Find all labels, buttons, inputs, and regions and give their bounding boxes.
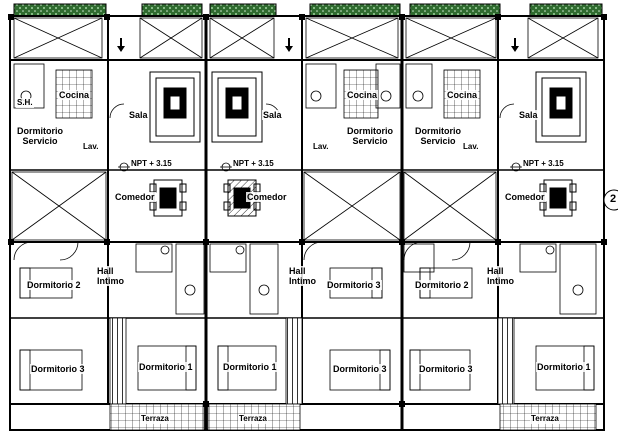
shafts [11,17,599,241]
room-label-dormitorio-servicio: Dormitorio Servicio [16,126,64,146]
level-label-npt: NPT + 3.15 [130,159,173,169]
room-label-dormitorio-servicio: Dormitorio Servicio [414,126,462,146]
room-label-dormitorio-1: Dormitorio 1 [536,362,592,372]
walls [9,15,605,431]
room-label-terraza: Terraza [238,414,268,424]
axis-marker-label: 2 [610,193,617,205]
room-label-dormitorio-3: Dormitorio 3 [418,364,474,374]
terraces [109,403,597,431]
room-label-comedor: Comedor [246,192,288,202]
columns [8,14,607,407]
room-label-sala: Sala [128,110,149,120]
room-label-lav: Lav. [462,142,480,152]
sofas [149,71,587,143]
room-label-cocina: Cocina [346,90,379,100]
room-label-dormitorio-1: Dormitorio 1 [222,362,278,372]
room-label-dormitorio-3: Dormitorio 3 [30,364,86,374]
room-label-comedor: Comedor [504,192,546,202]
level-markers [118,162,522,172]
room-label-dormitorio-servicio: Dormitorio Servicio [346,126,394,146]
room-label-dormitorio-3b: Dormitorio 3 [332,364,388,374]
planters-top [13,3,603,17]
room-label-cocina: Cocina [58,90,91,100]
balconies [109,317,515,405]
room-label-sh: S.H. [16,98,34,108]
room-label-terraza: Terraza [530,414,560,424]
room-label-sala: Sala [518,110,539,120]
room-label-hall-intimo: Hall Intimo [288,266,317,286]
level-label-npt: NPT + 3.15 [232,159,275,169]
room-label-dormitorio-1: Dormitorio 1 [138,362,194,372]
axis-bubble [603,189,618,211]
room-label-lav: Lav. [312,142,330,152]
room-label-dormitorio-3: Dormitorio 3 [326,280,382,290]
room-label-dormitorio-2: Dormitorio 2 [414,280,470,290]
room-label-cocina: Cocina [446,90,479,100]
room-label-sala: Sala [262,110,283,120]
room-label-comedor: Comedor [114,192,156,202]
room-label-dormitorio-2: Dormitorio 2 [26,280,82,290]
room-label-terraza: Terraza [140,414,170,424]
room-label-hall-intimo: Hall Intimo [486,266,515,286]
room-label-hall-intimo: Hall Intimo [96,266,125,286]
entry-arrows [117,38,519,52]
level-label-npt: NPT + 3.15 [522,159,565,169]
room-label-lav: Lav. [82,142,100,152]
